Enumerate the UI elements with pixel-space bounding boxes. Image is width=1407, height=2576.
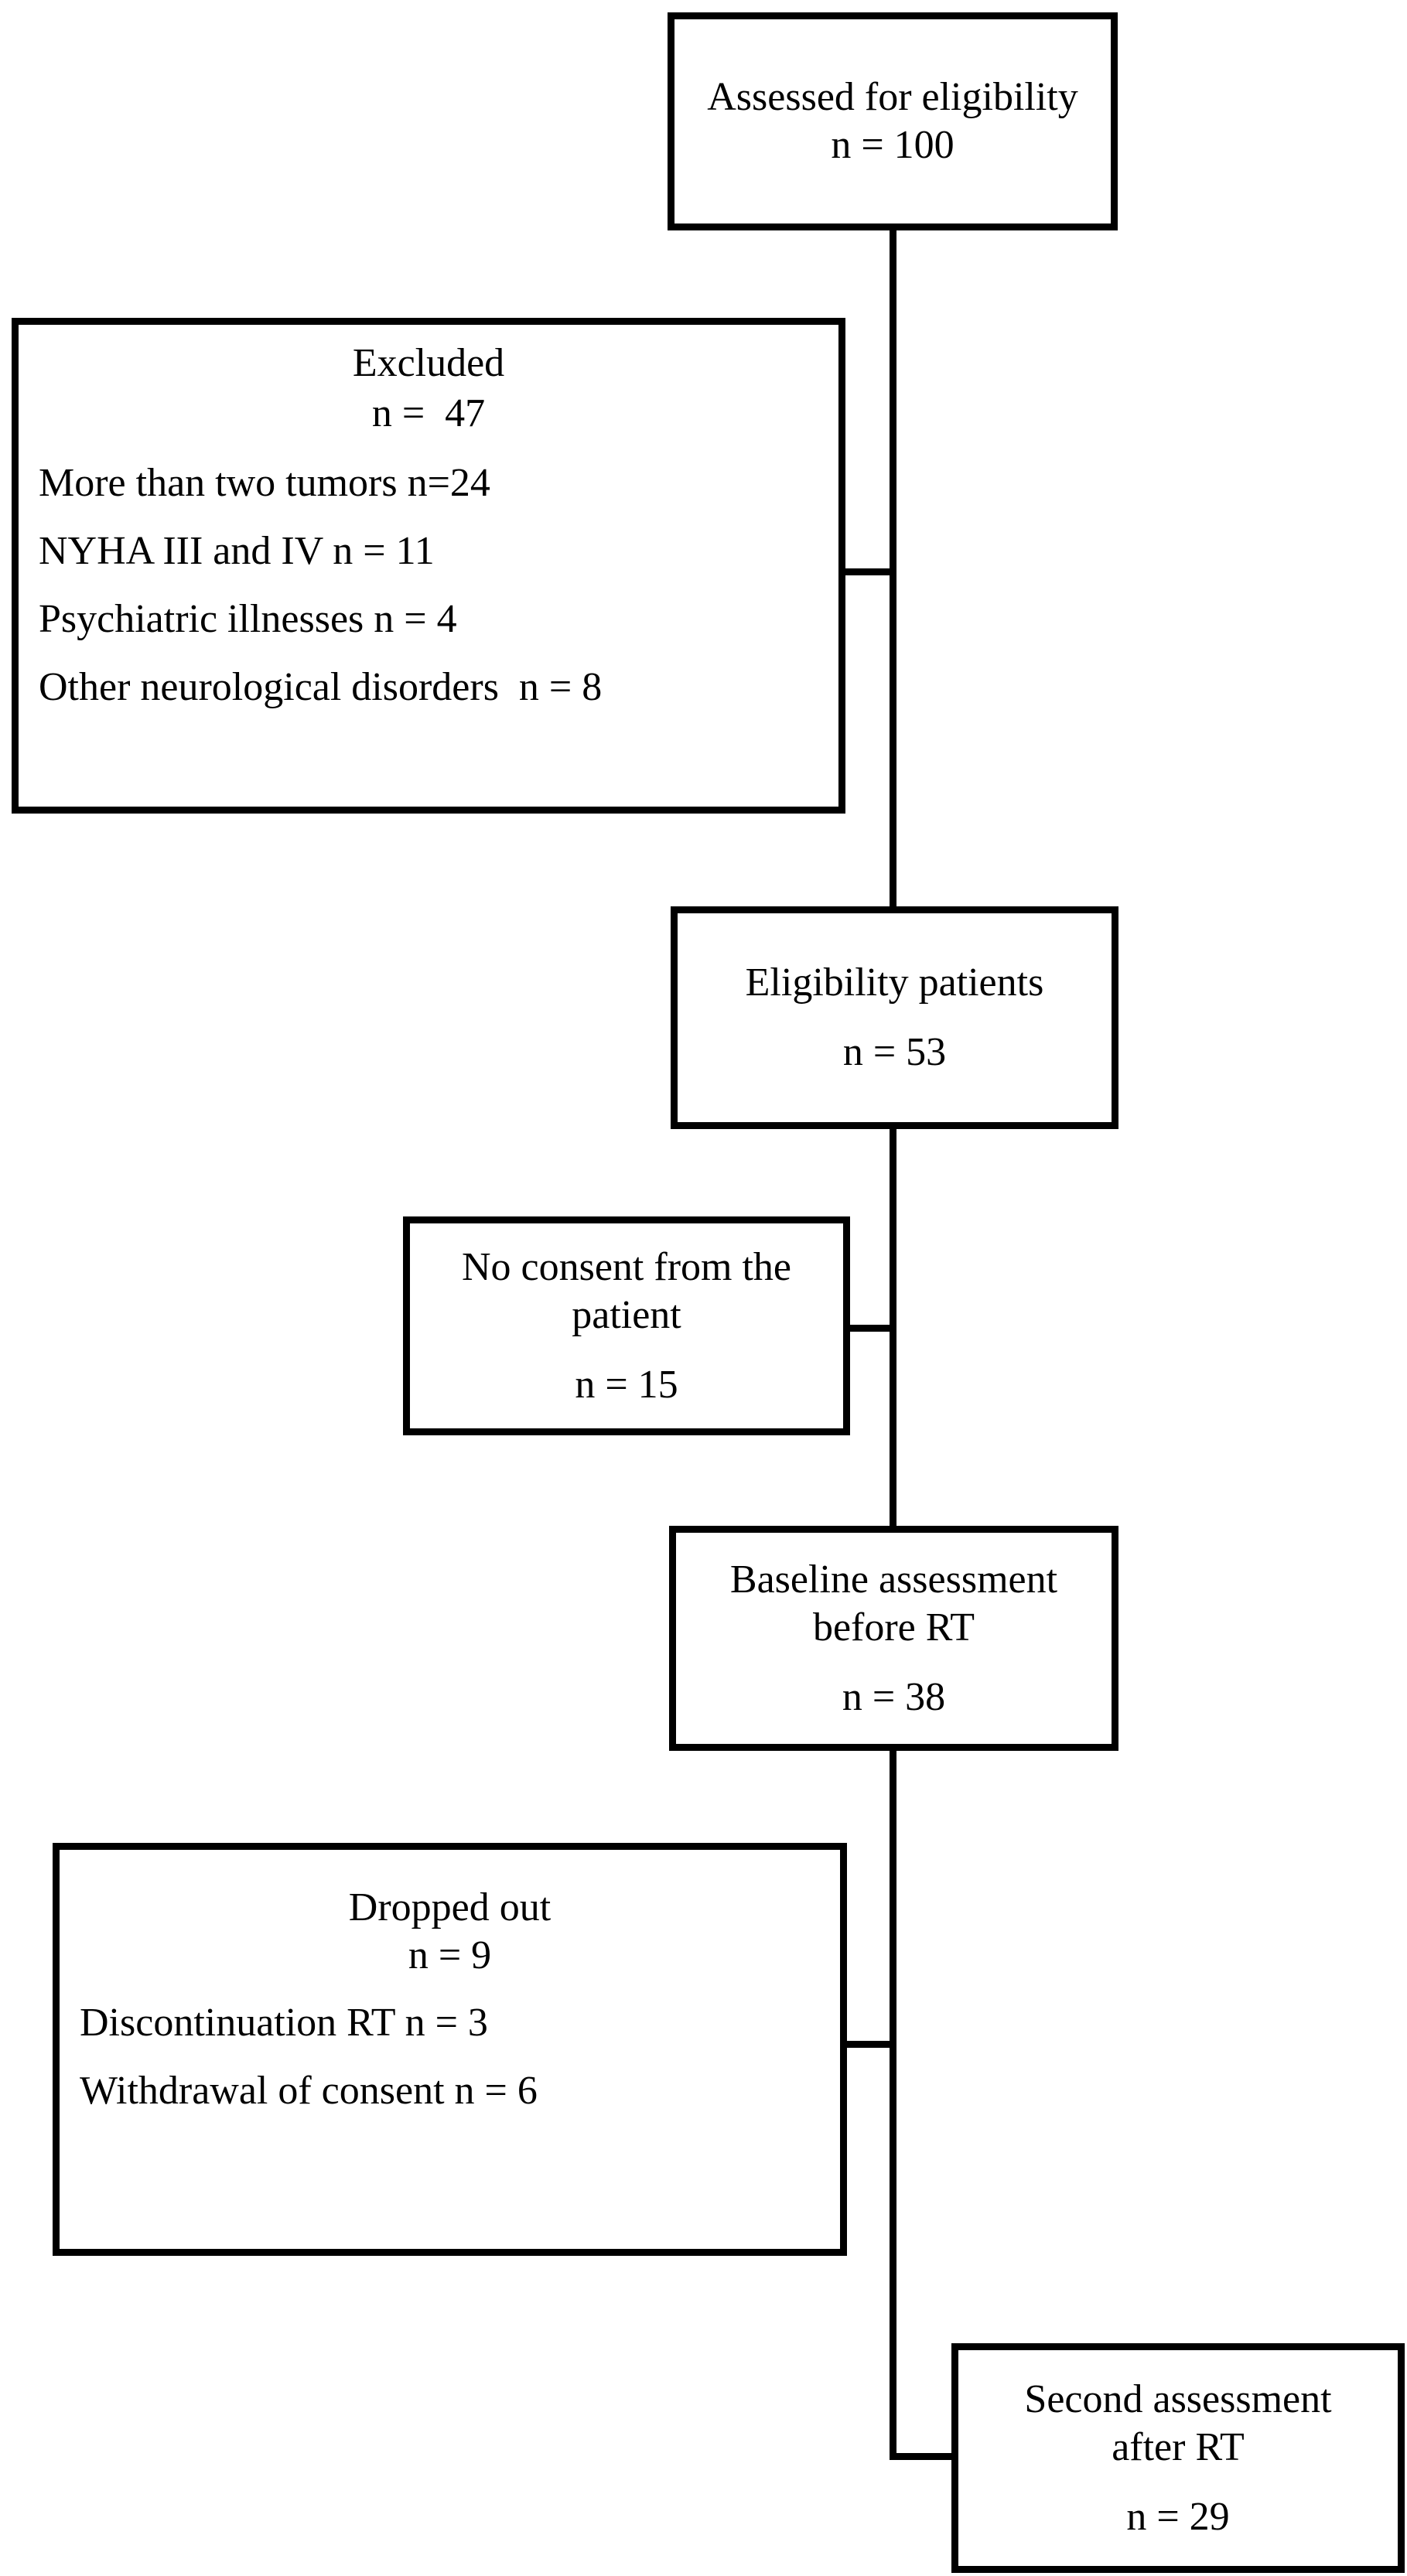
box-title-line: No consent from the bbox=[461, 1244, 791, 1289]
dropout-reason-list: Discontinuation RT n = 3 Withdrawal of c… bbox=[60, 1999, 840, 2115]
connector-second-assessment-line bbox=[890, 2453, 958, 2460]
box-n-value: n = 38 bbox=[842, 1674, 946, 1719]
box-title-line: Baseline assessment bbox=[729, 1557, 1058, 1602]
box-title-line: Eligibility patients bbox=[745, 960, 1044, 1005]
box-n-value: n = 15 bbox=[575, 1362, 678, 1407]
box-second-assessment: Second assessment after RT n = 29 bbox=[951, 2343, 1405, 2573]
box-n-value: n = 47 bbox=[371, 391, 486, 435]
exclusion-reason-list: More than two tumors n=24 NYHA III and I… bbox=[19, 459, 838, 711]
box-n-value: n = 53 bbox=[842, 1030, 947, 1074]
connector-dropped-out-line bbox=[843, 2041, 896, 2048]
box-title-line: Dropped out bbox=[348, 1885, 552, 1929]
dropout-reason-item: Withdrawal of consent n = 6 bbox=[80, 2069, 538, 2113]
connector-no-consent-line bbox=[846, 1325, 896, 1332]
exclusion-reason-item: Other neurological disorders n = 8 bbox=[39, 665, 603, 709]
box-title-line: Assessed for eligibility bbox=[707, 75, 1078, 119]
box-title-line: Excluded bbox=[352, 341, 505, 385]
box-n-value: n = 100 bbox=[831, 123, 955, 167]
box-eligibility-patients: Eligibility patients n = 53 bbox=[671, 906, 1118, 1129]
connector-excluded-line bbox=[842, 568, 896, 575]
exclusion-reason-item: Psychiatric illnesses n = 4 bbox=[39, 597, 457, 641]
box-n-value: n = 9 bbox=[408, 1933, 492, 1977]
box-baseline-assessment: Baseline assessment before RT n = 38 bbox=[669, 1526, 1118, 1751]
box-title-line: after RT bbox=[1112, 2424, 1245, 2469]
box-title-line: patient bbox=[572, 1292, 681, 1337]
exclusion-reason-item: NYHA III and IV n = 11 bbox=[39, 529, 435, 573]
box-title-line: Second assessment bbox=[1024, 2376, 1332, 2421]
box-n-value: n = 29 bbox=[1126, 2494, 1230, 2539]
exclusion-reason-item: More than two tumors n=24 bbox=[39, 461, 490, 505]
dropout-reason-item: Discontinuation RT n = 3 bbox=[80, 2001, 488, 2045]
box-dropped-out: Dropped out n = 9 Discontinuation RT n =… bbox=[53, 1843, 847, 2256]
box-assessed-for-eligibility: Assessed for eligibility n = 100 bbox=[668, 12, 1118, 230]
box-title-line: before RT bbox=[812, 1605, 975, 1650]
flow-spine-line bbox=[890, 217, 896, 2460]
box-excluded: Excluded n = 47 More than two tumors n=2… bbox=[12, 318, 845, 814]
box-no-consent: No consent from the patient n = 15 bbox=[403, 1216, 850, 1435]
